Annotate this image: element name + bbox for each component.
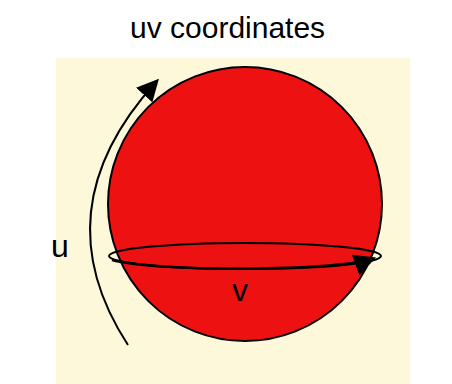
diagram-title: uv coordinates <box>130 13 325 43</box>
v-arrow <box>112 259 372 269</box>
axis-label: u <box>51 230 69 262</box>
equator <box>109 243 381 269</box>
sphere <box>108 67 382 341</box>
u-arrow <box>90 82 156 345</box>
axis-label: v <box>232 274 248 306</box>
panel-ground <box>56 58 410 384</box>
